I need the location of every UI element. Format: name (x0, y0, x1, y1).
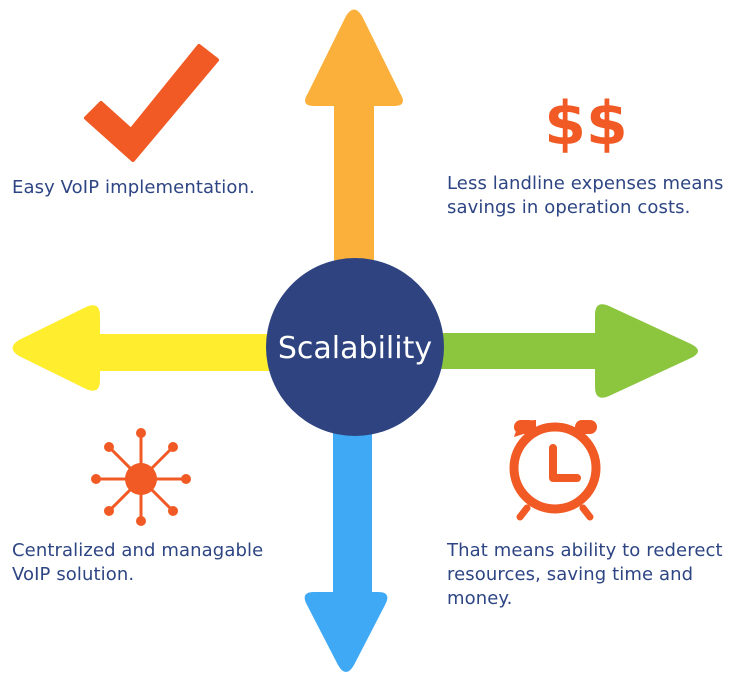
arrow-down (304, 432, 388, 672)
arrow-left (12, 305, 275, 391)
caption-top-right: Less landline expenses means savings in … (447, 173, 724, 218)
caption-bottom-right: That means ability to rederect resources… (447, 540, 723, 609)
caption-bottom-left: Centralized and managable VoIP solution. (12, 540, 264, 585)
network-hub-icon (91, 428, 191, 526)
checkmark-icon (84, 44, 219, 162)
center-title: Scalability (278, 331, 432, 366)
arrow-right (440, 304, 698, 398)
arrow-up (305, 9, 403, 268)
caption-top-left: Easy VoIP implementation. (12, 177, 255, 198)
dollar-symbols: $$ (544, 89, 628, 159)
dollar-icon: $$ (544, 89, 628, 159)
alarm-clock-icon (509, 419, 601, 521)
center-circle (266, 258, 444, 436)
